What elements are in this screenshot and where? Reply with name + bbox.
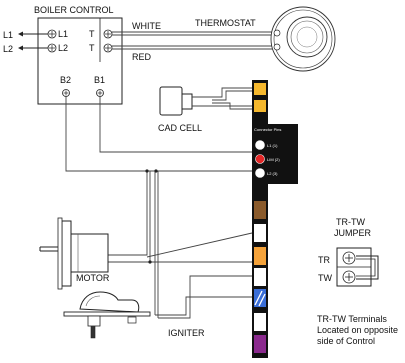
igniter-transformer-icon (79, 291, 140, 313)
terminal-ign-swatch (254, 289, 266, 307)
wire-motor-to-l2mtr (146, 232, 253, 258)
igniter: IGNITER (63, 291, 205, 339)
terminal-l2-vlv-label: L2 (VLV) (270, 320, 286, 325)
wire-junction-dot-icon (145, 169, 149, 173)
motor: MOTOR (39, 217, 110, 290)
wire-junction-dot-icon (154, 169, 158, 173)
terminal-vlv-label: VLV (270, 342, 278, 347)
terminal-l2-ign-swatch (254, 268, 266, 286)
terminal-b2 (62, 89, 70, 97)
wire-b2-to-l1 (65, 96, 252, 172)
cad-cell-lead-a3 (212, 90, 252, 101)
thermostat: THERMOSTAT (195, 6, 336, 72)
terminal-l2-mtr-swatch (254, 224, 266, 242)
pin-l2-icon (255, 168, 265, 178)
terminal-cad-bottom-swatch (254, 100, 266, 112)
jumper-screw-tw-icon (342, 270, 356, 284)
terminal-bv-swatch (254, 201, 266, 219)
pin-l1-label: L1 (1) (267, 143, 278, 148)
thermostat-wires: WHITE RED (112, 21, 274, 62)
supply-l2-arrow-icon (18, 45, 23, 51)
thermostat-inner-dial-icon (290, 20, 324, 54)
tr-tw-jumper: TR-TW JUMPER TR TW (318, 217, 379, 287)
motor-plate-icon (57, 217, 63, 290)
igniter-label: IGNITER (168, 328, 205, 338)
connector-pins-title: Connector Pins (254, 127, 281, 132)
jumper-wire-icon (356, 255, 379, 280)
cad-cell-lead-a2 (212, 87, 252, 98)
jumper-screw-tr-icon (342, 251, 356, 265)
boiler-control-title: BOILER CONTROL (34, 5, 114, 15)
terminal-b1-label: B1 (94, 75, 105, 85)
pin-lim-label: LIM (2) (267, 157, 280, 162)
terminal-mtr-label: MTR (270, 254, 279, 259)
terminal-l2-ign-label: L2 (IGN) (270, 275, 286, 280)
pin-lim-icon (255, 154, 265, 164)
wire-white-label: WHITE (132, 21, 161, 31)
thermostat-terminal-top-icon (273, 29, 281, 37)
terminal-t-top-label: T (89, 29, 95, 39)
supply-l1-arrow-icon (18, 31, 23, 37)
terminal-t-bottom-label: T (89, 43, 95, 53)
supply-l2-label: L2 (3, 44, 13, 54)
control-strip: CAD CAD Connector Pins L1 (1) LIM (2) L2… (252, 80, 298, 358)
motor-flange-icon (61, 220, 72, 287)
igniter-electrode-icon (90, 326, 96, 339)
cad-cell: CAD CELL (158, 86, 252, 133)
pin-l1-icon (255, 140, 265, 150)
cad-cell-lead-b3 (212, 102, 252, 110)
note-line3: side of Control (317, 336, 375, 346)
pin-l2-label: L2 (3) (267, 171, 278, 176)
thermostat-dial-icon (286, 16, 328, 58)
jumper-title-line1: TR-TW (336, 217, 365, 227)
terminal-mtr-swatch (254, 247, 266, 265)
wire-junction-dot-icon (148, 260, 152, 264)
note-line1: TR-TW Terminals (317, 314, 387, 324)
terminal-l2-mtr-label: L2 (MTR) (270, 231, 288, 236)
terminal-l1-label: L1 (58, 29, 68, 39)
thermostat-center-icon (296, 26, 318, 48)
cad-cell-neck-icon (181, 93, 193, 110)
motor-label: MOTOR (76, 273, 110, 283)
terminal-l2 (47, 43, 57, 53)
wire-igniter-to-ign (155, 296, 252, 316)
terminal-cad-top-label: CAD (270, 87, 279, 92)
wire-l2-to-motor-b (108, 171, 151, 263)
thermostat-label: THERMOSTAT (195, 18, 256, 28)
wire-b1-to-lim (99, 96, 252, 153)
jumper-note: TR-TW Terminals Located on opposite side… (317, 314, 398, 346)
terminal-ign-label: IGN (270, 296, 277, 301)
terminal-vlv-swatch (254, 335, 266, 353)
terminal-b2-label: B2 (60, 75, 71, 85)
thermostat-ring-icon (273, 9, 333, 69)
jumper-tr-label: TR (318, 255, 330, 265)
igniter-base-icon (63, 311, 151, 317)
terminal-bv-label: BV (270, 208, 276, 213)
boiler-control: BOILER CONTROL L1 L2 T T B2 (34, 5, 123, 105)
terminal-b1 (96, 89, 104, 97)
wire-l2-to-motor (108, 171, 148, 256)
jumper-title-line2: JUMPER (334, 228, 372, 238)
control-wires (65, 96, 253, 319)
igniter-terminal-icon (127, 316, 137, 324)
terminal-t-bottom (103, 43, 113, 53)
terminal-l2-vlv-swatch (254, 313, 266, 331)
wire-red-label: RED (132, 52, 152, 62)
boiler-control-box (37, 17, 123, 105)
supply-l1-label: L1 (3, 30, 13, 40)
thermostat-terminal-bottom-icon (273, 43, 281, 51)
terminal-cad-bottom-label: CAD (270, 104, 279, 109)
motor-body-icon (69, 233, 109, 273)
note-line2: Located on opposite (317, 325, 398, 335)
terminal-t-top (103, 29, 113, 39)
supply-lines: L1 L2 (3, 30, 48, 54)
cad-cell-body-icon (159, 86, 183, 116)
cad-cell-label: CAD CELL (158, 123, 202, 133)
terminal-l2-label: L2 (58, 43, 68, 53)
igniter-post-icon (87, 315, 101, 327)
terminal-cad-top-swatch (254, 83, 266, 95)
terminal-l1 (47, 29, 57, 39)
jumper-tw-label: TW (318, 273, 332, 283)
